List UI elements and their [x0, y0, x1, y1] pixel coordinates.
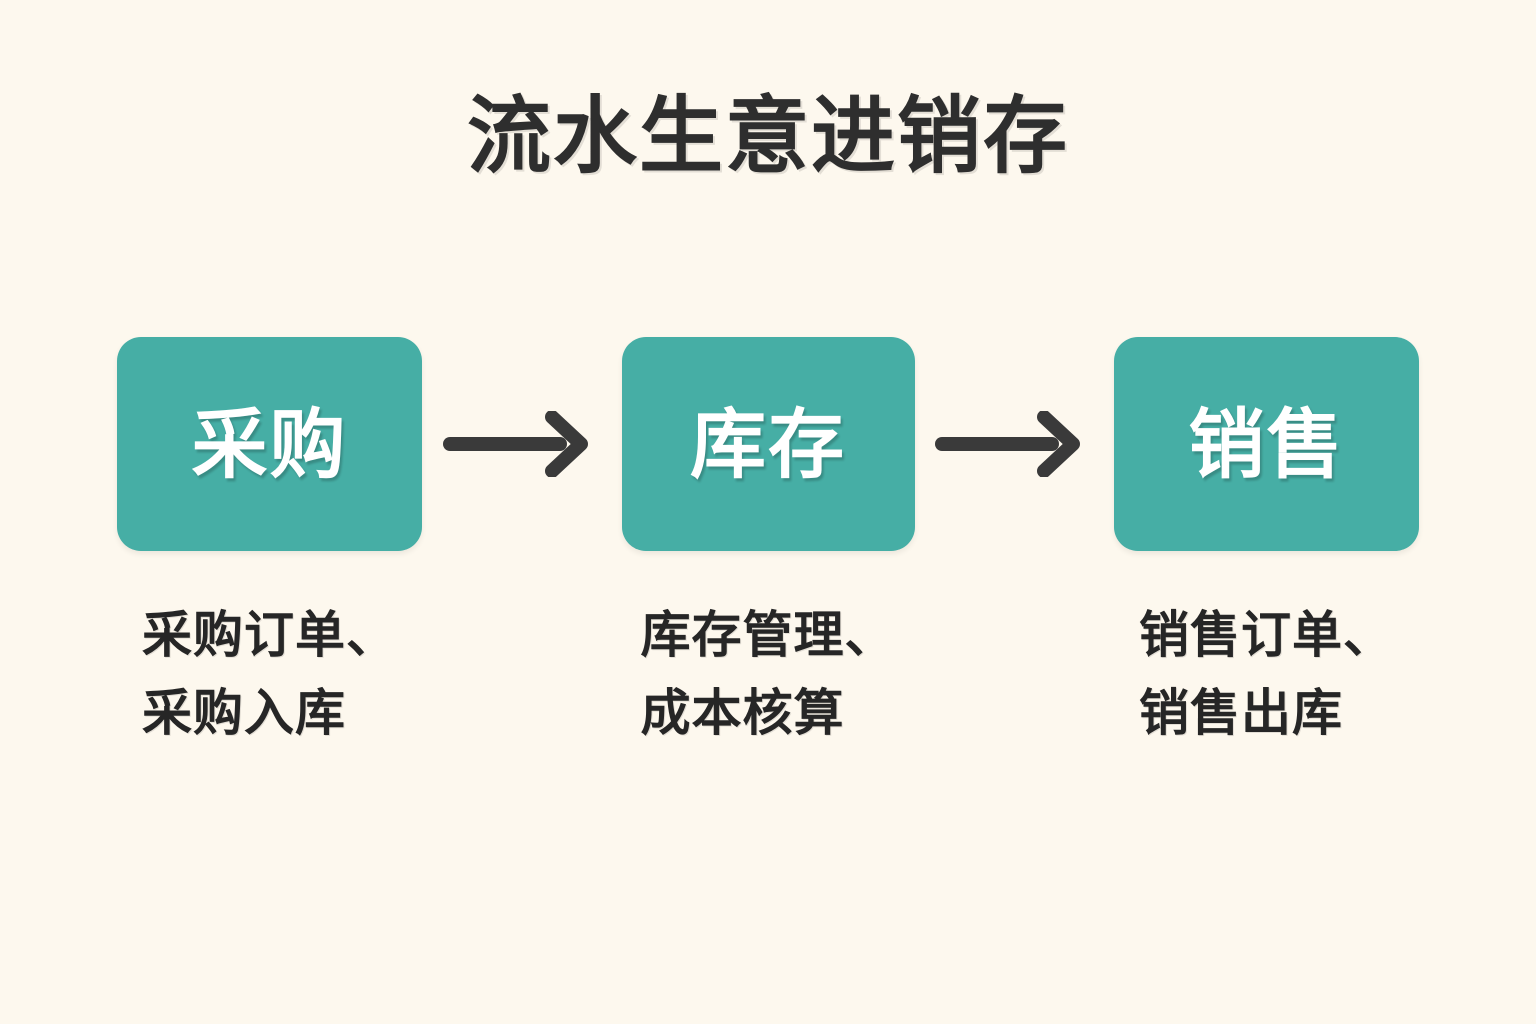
caption-inventory-line-2: 成本核算	[640, 685, 845, 741]
caption-purchase-line-1: 采购订单、	[142, 607, 397, 663]
caption-spacer-1	[437, 596, 607, 756]
page-title: 流水生意进销存	[466, 89, 1069, 183]
stage-label-purchase: 采购	[191, 403, 348, 488]
caption-spacer-2	[929, 596, 1099, 756]
caption-inventory: 库存管理、 成本核算	[622, 596, 915, 756]
caption-inventory-line-1: 库存管理、	[640, 607, 896, 663]
process-flow-row: 采购 库存 销售	[117, 337, 1419, 551]
caption-purchase-line-2: 采购入库	[142, 685, 346, 741]
arrow-right-icon-2	[929, 409, 1099, 479]
arrow-right-icon-1	[437, 409, 607, 479]
caption-purchase: 采购订单、 采购入库	[117, 596, 422, 756]
stage-box-inventory[interactable]: 库存	[621, 337, 915, 551]
stage-label-inventory: 库存	[690, 403, 846, 488]
stage-box-sales[interactable]: 销售	[1114, 337, 1419, 551]
caption-sales-line-2: 销售出库	[1139, 685, 1343, 741]
stage-captions-row: 采购订单、 采购入库 库存管理、 成本核算 销售订单、 销售出库	[117, 596, 1419, 756]
stage-label-sales: 销售	[1188, 403, 1345, 488]
stage-box-purchase[interactable]: 采购	[117, 337, 422, 551]
caption-sales-line-1: 销售订单、	[1139, 607, 1394, 663]
caption-sales: 销售订单、 销售出库	[1114, 596, 1419, 756]
